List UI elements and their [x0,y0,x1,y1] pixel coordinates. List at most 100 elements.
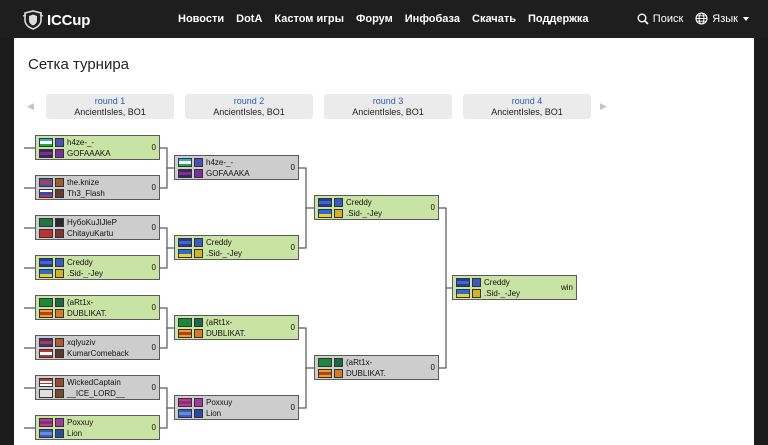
race-icon [334,358,343,367]
match-score: 0 [151,383,156,392]
nav-news[interactable]: Новости [178,13,225,25]
match-score: 0 [151,143,156,152]
match-final[interactable]: Creddy .Sid-_-Jey win [452,275,577,300]
match-r1-7[interactable]: WickedCaptain __ICE_LORD__ 0 [35,375,160,400]
match-score: 0 [151,263,156,272]
player-row: Creddy [456,277,510,288]
player-name: .Sid-_-Jey [484,288,521,298]
match-r1-2[interactable]: the.knize Th3_Flash 0 [35,175,160,200]
match-r1-5[interactable]: (aRt1x- DUBLIKAT. 0 [35,295,160,320]
page-title: Сетка турнира [28,56,130,73]
match-score: 0 [290,403,295,412]
match-r1-3[interactable]: HyбoKuJlJleP ChitayuKartu 0 [35,215,160,240]
nav-support[interactable]: Поддержка [527,13,589,25]
player-name: KumarComeback [67,348,129,358]
race-icon [194,329,203,338]
site-logo[interactable]: ICCup [22,10,90,30]
match-r1-1[interactable]: h4ze-_- GOFAAAKA 0 [35,135,160,160]
nav-infobase[interactable]: Инфобаза [404,13,461,25]
match-score: 0 [290,243,295,252]
triangle-right-icon[interactable]: ▶ [600,101,607,111]
race-icon [194,158,203,167]
round-header-4[interactable]: round 4 AncientIsles, BO1 [463,94,591,119]
top-navbar: ICCup Новости DotA Кастом игры Форум Инф… [0,0,768,38]
race-icon [194,169,203,178]
round-header-3[interactable]: round 3 AncientIsles, BO1 [324,94,452,119]
player-row: Creddy [39,257,93,268]
match-r2-2[interactable]: Creddy .Sid-_-Jey 0 [174,235,299,260]
race-icon [55,178,64,187]
flag-icon [318,369,332,378]
race-icon [194,398,203,407]
flag-icon [318,358,332,367]
nav-download[interactable]: Скачать [472,13,516,25]
search-button[interactable]: Поиск [637,13,683,25]
match-r1-6[interactable]: xqlyuziv KumarComeback 0 [35,335,160,360]
round-name: round 2 [233,96,265,106]
round-detail: AncientIsles, BO1 [491,107,563,117]
player-row: Poxxuy [39,417,93,428]
match-r3-1[interactable]: Creddy .Sid-_-Jey 0 [314,195,439,220]
round-detail: AncientIsles, BO1 [74,107,146,117]
player-name: __ICE_LORD__ [67,388,125,398]
match-r2-4[interactable]: Poxxuy Lion 0 [174,395,299,420]
player-name: DUBLIKAT. [346,368,386,378]
logo-text: ICCup [47,11,91,29]
race-icon [472,289,481,298]
match-r2-3[interactable]: (aRt1x- DUBLIKAT. 0 [174,315,299,340]
match-r2-1[interactable]: h4ze-_- GOFAAAKA 0 [174,155,299,180]
player-row: DUBLIKAT. [39,308,107,319]
flag-icon [39,429,53,438]
round-header-2[interactable]: round 2 AncientIsles, BO1 [185,94,313,119]
language-dropdown[interactable]: Язык [695,12,750,25]
round-name: round 1 [94,96,126,106]
match-score: 0 [430,203,435,212]
flag-icon [39,149,53,158]
race-icon [55,229,64,238]
player-row: .Sid-_-Jey [178,248,242,259]
player-row: ChitayuKartu [39,228,113,239]
flag-icon [39,229,53,238]
player-row: (aRt1x- [318,357,372,368]
match-score: 0 [290,163,295,172]
match-r1-4[interactable]: Creddy .Sid-_-Jey 0 [35,255,160,280]
player-name: GOFAAAKA [206,168,250,178]
player-row: Creddy [178,237,232,248]
flag-icon [39,298,53,307]
race-icon [55,189,64,198]
player-name: WickedCaptain [67,377,121,387]
race-icon [194,409,203,418]
nav-custom-games[interactable]: Кастом игры [274,13,344,25]
flag-icon [39,178,53,187]
match-r1-8[interactable]: Poxxuy Lion 0 [35,415,160,440]
player-name: Creddy [67,257,93,267]
player-name: (aRt1x- [206,317,233,327]
nav-forum[interactable]: Форум [355,13,393,25]
player-row: xqlyuziv [39,337,95,348]
flag-icon [39,389,53,398]
player-row: .Sid-_-Jey [39,268,103,279]
round-header-1[interactable]: round 1 AncientIsles, BO1 [46,94,174,119]
player-row: HyбoKuJlJleP [39,217,117,228]
player-row: .Sid-_-Jey [318,208,382,219]
match-r3-2[interactable]: (aRt1x- DUBLIKAT. 0 [314,355,439,380]
race-icon [55,258,64,267]
language-label: Язык [712,12,738,25]
player-name: xqlyuziv [67,337,96,347]
player-name: Lion [206,408,222,418]
player-name: h4ze-_- [206,157,234,167]
match-score: 0 [151,423,156,432]
flag-icon [178,409,192,418]
player-name: Lion [67,428,83,438]
match-score: 0 [290,323,295,332]
match-score: 0 [151,223,156,232]
round-detail: AncientIsles, BO1 [352,107,424,117]
player-row: the.knize [39,177,99,188]
race-icon [55,269,64,278]
nav-dota[interactable]: DotA [236,13,263,25]
player-name: .Sid-_-Jey [346,208,383,218]
triangle-left-icon[interactable]: ◀ [27,101,34,111]
flag-uzbekistan-icon [178,158,192,167]
player-row: DUBLIKAT. [318,368,386,379]
round-name: round 4 [511,96,543,106]
